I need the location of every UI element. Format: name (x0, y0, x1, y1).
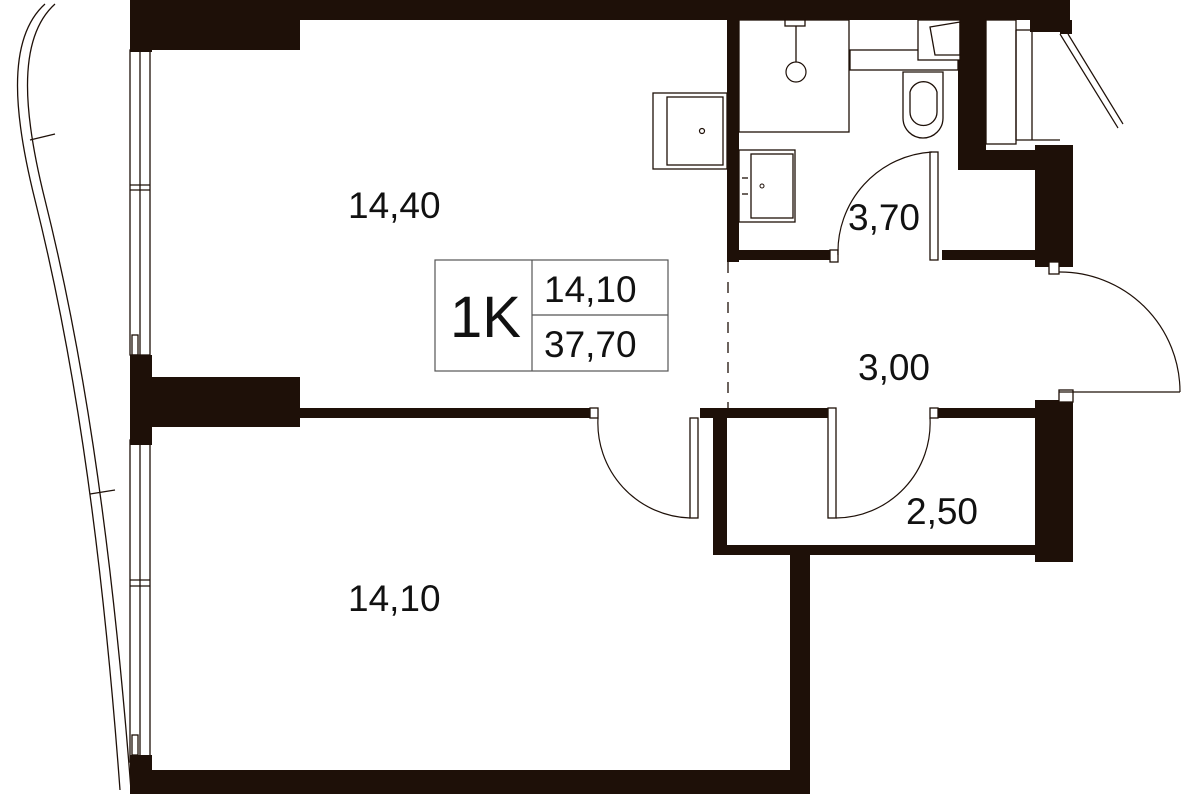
room-area-hall: 3,00 (858, 347, 930, 388)
door-jambs (589, 151, 1074, 519)
facade-curve (16, 3, 132, 791)
room-area-bathroom: 3,70 (848, 197, 920, 238)
living-area-value: 14,10 (544, 269, 637, 310)
total-area-value: 37,70 (544, 324, 637, 365)
apartment-type: 1K (450, 285, 521, 350)
fixtures (652, 19, 1060, 223)
room-area-living: 14,40 (348, 185, 441, 226)
room-area-storage: 2,50 (906, 491, 978, 532)
room-area-bedroom: 14,10 (348, 578, 441, 619)
walls (130, 0, 1073, 794)
fridge-marker-icon (698, 127, 706, 135)
doors (597, 33, 1181, 519)
summary-box: 1K 14,10 37,70 (434, 259, 669, 372)
